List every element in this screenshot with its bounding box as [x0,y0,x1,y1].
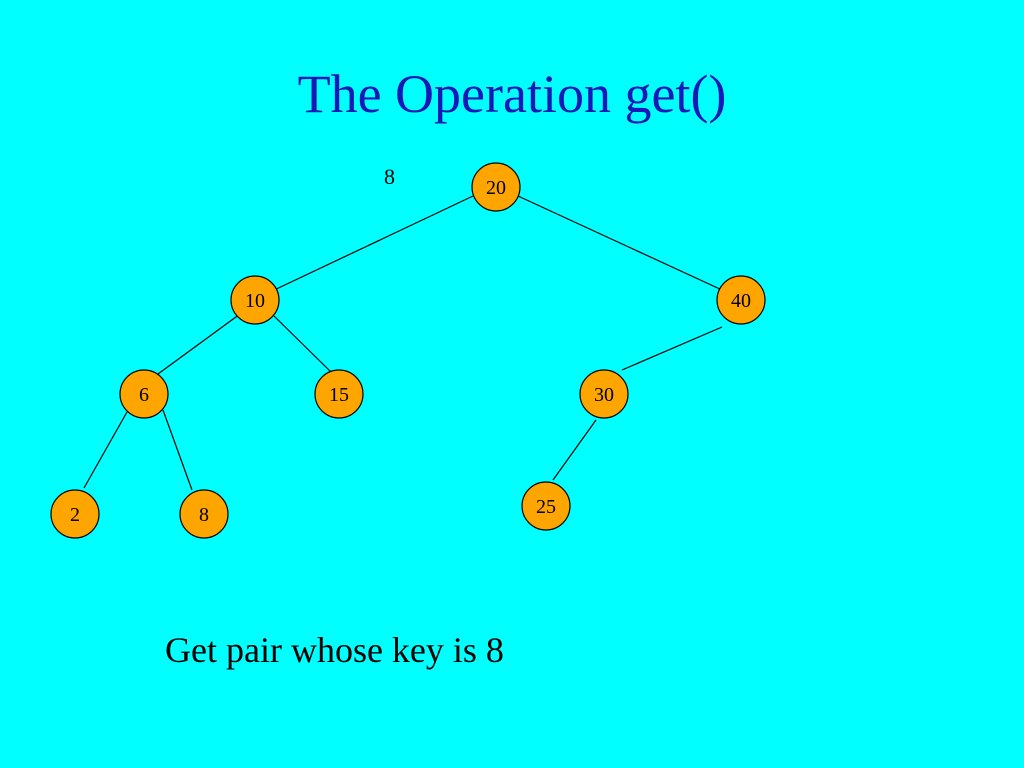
edge-20-10 [269,195,474,293]
node-label: 10 [245,290,265,312]
node-label: 8 [199,504,209,526]
node-circle [716,275,766,325]
edge-20-40 [517,195,723,291]
node-circle [314,369,364,419]
node-label: 30 [594,384,614,406]
edge-40-30 [621,326,723,371]
tree-node-30: 30 [579,369,629,419]
edge-6-2 [83,411,128,489]
tree-node-6: 6 [119,369,169,419]
edge-10-15 [273,315,332,373]
node-label: 25 [536,496,556,518]
node-label: 20 [486,177,506,199]
tree-node-2: 2 [50,489,100,539]
tree-edges [83,195,723,491]
tree-node-8: 8 [179,489,229,539]
tree-node-40: 40 [716,275,766,325]
edge-10-6 [157,313,241,375]
node-circle [579,369,629,419]
node-label: 6 [139,384,149,406]
slide-title: The Operation get() [297,64,727,124]
node-circle [119,369,169,419]
node-label: 15 [329,384,349,406]
node-circle [230,275,280,325]
tree-node-15: 15 [314,369,364,419]
node-circle [50,489,100,539]
search-key-label: 8 [384,164,395,189]
node-label: 2 [70,504,80,526]
tree-node-10: 10 [230,275,280,325]
node-circle [471,162,521,212]
node-circle [521,481,571,531]
node-label: 40 [731,290,751,312]
edge-6-8 [162,409,193,491]
edge-30-25 [552,419,597,481]
tree-node-20: 20 [471,162,521,212]
caption-text: Get pair whose key is 8 [165,630,504,670]
node-circle [179,489,229,539]
tree-node-25: 25 [521,481,571,531]
